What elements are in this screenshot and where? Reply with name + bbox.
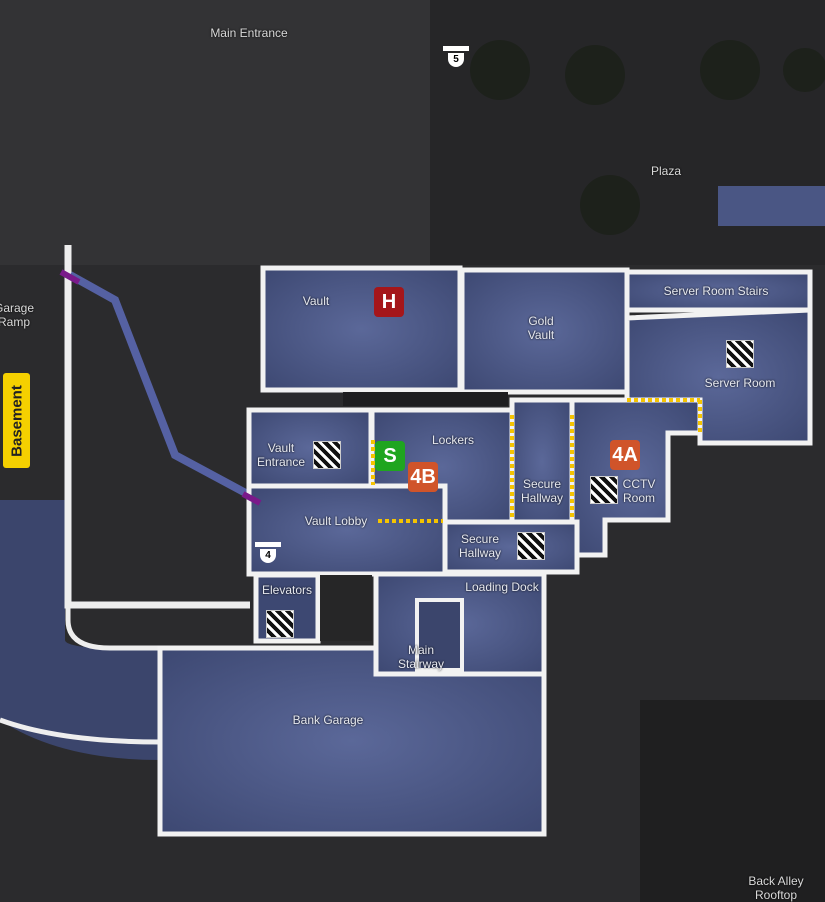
camera-number: 4 — [260, 549, 276, 563]
label-loading-dock: Loading Dock — [465, 580, 539, 594]
hatch-icon[interactable] — [726, 340, 754, 368]
hatch-icon[interactable] — [313, 441, 341, 469]
label-cctv-room: CCTV Room — [622, 477, 656, 505]
label-plaza: Plaza — [650, 164, 682, 178]
camera-number: 5 — [448, 53, 464, 67]
trees — [470, 40, 825, 235]
label-vault-lobby: Vault Lobby — [304, 514, 368, 528]
label-elevators: Elevators — [261, 583, 313, 597]
site-4a-marker[interactable]: 4A — [610, 440, 640, 470]
label-secure-hallway-east: Secure Hallway — [520, 477, 564, 505]
label-server-room-stairs: Server Room Stairs — [663, 284, 769, 298]
garage-ramp — [0, 500, 160, 760]
label-bank-garage: Bank Garage — [292, 713, 364, 727]
label-main-stairway: Main Stairway — [397, 643, 445, 671]
hostage-marker[interactable]: H — [374, 287, 404, 317]
camera-icon[interactable]: 4 — [255, 542, 281, 564]
camera-icon[interactable]: 5 — [443, 46, 469, 68]
hatch-icon[interactable] — [517, 532, 545, 560]
label-garage-ramp: Garage Ramp — [0, 301, 35, 329]
label-main-entrance: Main Entrance — [210, 26, 288, 40]
label-back-alley-rooftop: Back Alley Rooftop — [748, 874, 804, 902]
spawn-marker[interactable]: S — [375, 441, 405, 471]
label-secure-hallway-south: Secure Hallway — [458, 532, 502, 560]
hatch-icon[interactable] — [266, 610, 294, 638]
label-gold-vault: Gold Vault — [527, 314, 555, 342]
hatch-icon[interactable] — [590, 476, 618, 504]
label-vault-entrance: Vault Entrance — [256, 441, 306, 469]
label-vault: Vault — [302, 294, 330, 308]
label-server-room: Server Room — [704, 376, 776, 390]
site-4b-marker[interactable]: 4B — [408, 462, 438, 492]
label-lockers: Lockers — [431, 433, 475, 447]
floor-tag-basement[interactable]: Basement — [3, 373, 30, 468]
